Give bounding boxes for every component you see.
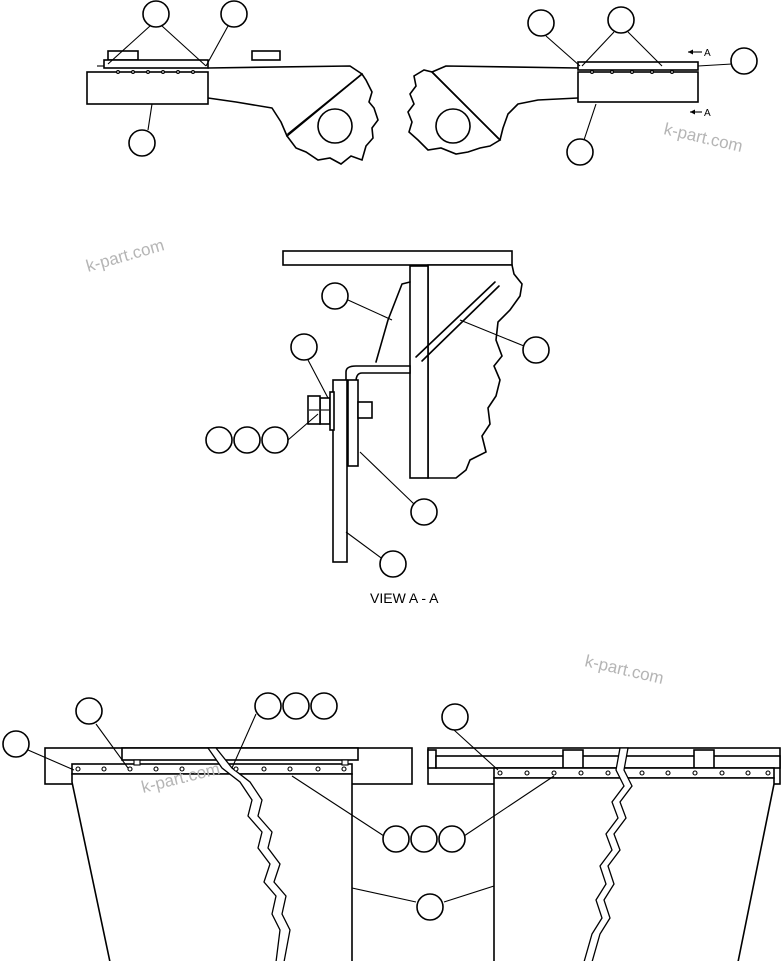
bottom-right-assembly xyxy=(427,747,781,961)
view-caption: VIEW A - A xyxy=(370,590,439,606)
callout-bubble xyxy=(566,138,594,166)
top-left-cutting-edge xyxy=(86,71,209,105)
callout-bubble xyxy=(2,730,30,758)
top-left-clamp-block xyxy=(251,50,281,61)
bottom-right-block-1 xyxy=(562,749,584,769)
callout-bubbles xyxy=(2,0,758,921)
view-a-a: VIEW A - A xyxy=(282,250,523,606)
angle-brace xyxy=(415,281,496,358)
callout-bubble xyxy=(205,426,233,454)
bottom-right-rail xyxy=(435,755,781,769)
top-left-edge-strip xyxy=(103,59,209,69)
bolt-head xyxy=(319,397,331,425)
callout-bubble xyxy=(410,498,438,526)
bottom-left-holes xyxy=(75,766,347,772)
svg-text:A: A xyxy=(704,108,711,119)
leader-lines xyxy=(27,25,733,903)
bottom-right-tab xyxy=(427,749,437,769)
bottom-left-blade-body xyxy=(71,773,353,961)
callout-bubble xyxy=(522,336,550,364)
callout-bubble xyxy=(128,129,156,157)
callout-bubble xyxy=(254,692,282,720)
top-left-mount-block xyxy=(107,50,139,61)
watermark-3: k-part.com xyxy=(583,651,666,688)
watermark-2: k-part.com xyxy=(84,235,166,275)
callout-bubble xyxy=(435,108,471,144)
bolt-stub xyxy=(357,401,373,419)
callout-bubble xyxy=(310,692,338,720)
callout-bubble xyxy=(382,825,410,853)
section-marker-bottom: A xyxy=(690,108,711,119)
callout-bubble xyxy=(416,893,444,921)
top-right-holes xyxy=(590,70,674,74)
callout-bubble xyxy=(282,692,310,720)
bottom-left-rail xyxy=(121,747,359,761)
washer xyxy=(329,391,335,431)
moldboard-top-plate xyxy=(282,250,513,266)
callout-bubble xyxy=(441,703,469,731)
top-left-holes xyxy=(116,70,195,74)
callout-bubble xyxy=(379,550,407,578)
top-left-bracket-outline xyxy=(207,65,363,137)
top-right-bracket-outline xyxy=(431,65,579,141)
top-right-edge-strip xyxy=(577,61,699,71)
bottom-right-holes xyxy=(497,770,771,776)
bottom-right-blade-body xyxy=(493,777,775,961)
top-right-cutting-edge xyxy=(577,71,699,103)
callout-bubble xyxy=(261,426,289,454)
callout-bubble xyxy=(438,825,466,853)
bottom-left-break xyxy=(206,747,291,961)
moldboard-body-broken xyxy=(427,264,523,479)
callout-bubble xyxy=(730,47,758,75)
callout-bubble xyxy=(527,9,555,37)
watermark-1: k-part.com xyxy=(662,119,745,156)
spacer-plate xyxy=(347,379,359,467)
svg-text:A: A xyxy=(704,48,711,59)
bottom-right-edge-strip xyxy=(493,767,775,779)
cutting-edge-lower xyxy=(332,379,348,563)
bottom-right-break xyxy=(583,747,633,961)
callout-bubble xyxy=(317,108,353,144)
callout-bubble xyxy=(233,426,261,454)
bottom-right-block-2 xyxy=(693,749,715,769)
callout-bubble xyxy=(410,825,438,853)
bottom-left-assembly xyxy=(44,747,413,961)
callout-bubble xyxy=(220,0,248,28)
callout-bubble xyxy=(321,282,349,310)
callout-bubble xyxy=(142,0,170,28)
bracket-plate xyxy=(409,265,429,479)
callout-bubble xyxy=(607,6,635,34)
wedge-outline xyxy=(375,281,411,363)
callout-bubble xyxy=(75,697,103,725)
callout-bubble xyxy=(290,333,318,361)
section-marker-top: A xyxy=(688,48,711,59)
support-bend xyxy=(345,365,411,383)
